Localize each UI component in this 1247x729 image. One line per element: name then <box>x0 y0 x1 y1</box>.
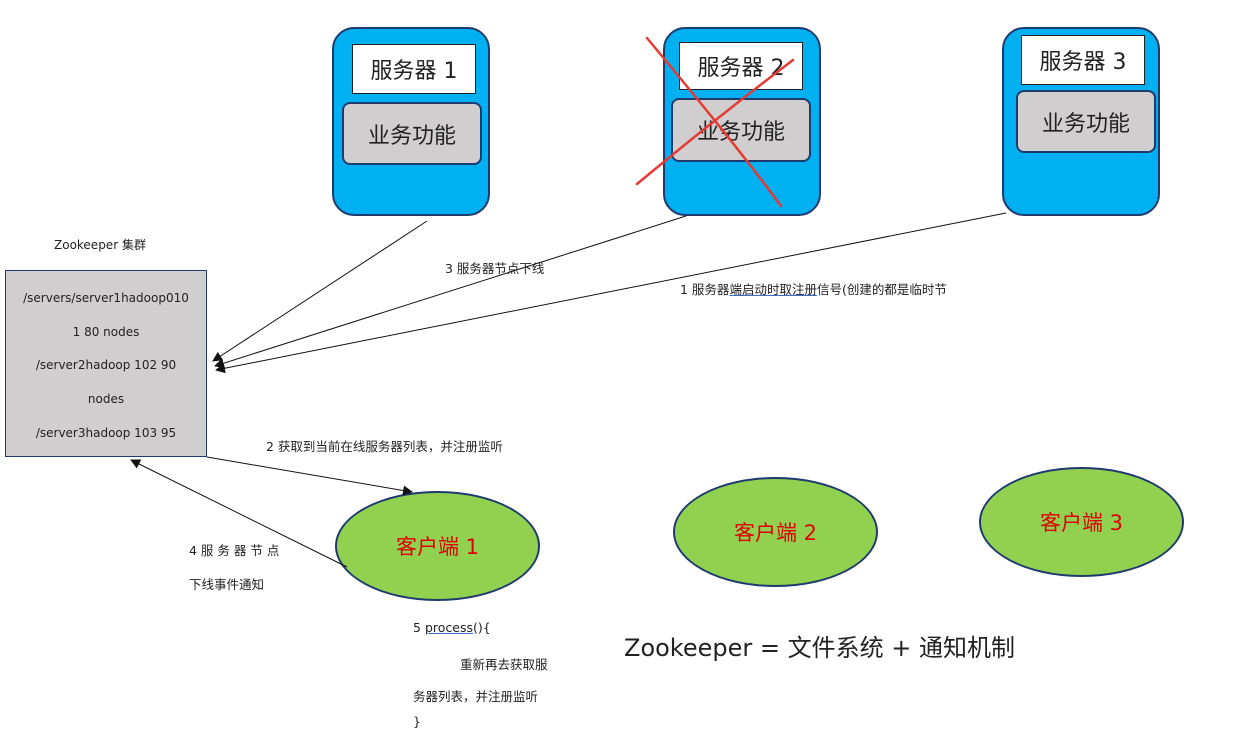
step-1-prefix: 1 服务器 <box>680 282 730 297</box>
step-3-note: 3 服务器节点下线 <box>445 261 545 276</box>
step-5-process: process <box>424 620 473 635</box>
step-5-line-4: } <box>413 714 421 729</box>
server-1-label: 服务器 1 <box>352 44 476 94</box>
step-5-line-3: 务器列表，并注册监听 <box>413 689 539 704</box>
server-1: 服务器 1 业务功能 <box>332 27 490 216</box>
server-3: 服务器 3 业务功能 <box>1002 27 1160 216</box>
arrow-server3-to-zookeeper <box>215 212 1007 374</box>
arrow-server1-to-zookeeper <box>212 220 428 362</box>
arrow-client1-to-zookeeper <box>130 459 348 568</box>
server-2-cross-mark <box>635 36 795 208</box>
zookeeper-formula: Zookeeper = 文件系统 + 通知机制 <box>624 634 1015 662</box>
zk-node-line: 1 80 nodes <box>72 325 140 339</box>
zk-node-line: /server2hadoop 102 90 <box>35 358 177 372</box>
zookeeper-node-tree: /servers/server1hadoop010 1 80 nodes /se… <box>5 270 207 457</box>
client-3: 客户端 3 <box>979 467 1184 577</box>
step-4-line-2: 下线事件通知 <box>189 577 265 592</box>
client-2: 客户端 2 <box>673 477 878 587</box>
step-2-note: 2 获取到当前在线服务器列表，并注册监听 <box>266 439 503 454</box>
step-1-suffix: 信号(创建的都是临时节 <box>816 282 947 297</box>
client-1: 客户端 1 <box>335 491 540 601</box>
zk-node-line: nodes <box>87 392 125 406</box>
server-2-business-function: 业务功能 <box>671 98 811 162</box>
zk-node-line: /servers/server1hadoop010 <box>23 291 189 305</box>
server-3-business-function: 业务功能 <box>1016 90 1156 153</box>
server-1-business-function: 业务功能 <box>342 102 482 165</box>
step-5-line-2: 重新再去获取服 <box>460 657 548 672</box>
arrow-server2-to-zookeeper <box>214 215 687 369</box>
server-3-label: 服务器 3 <box>1021 35 1145 85</box>
step-4-line-1: 4 服 务 器 节 点 <box>189 543 280 558</box>
server-2: 服务器 2 业务功能 <box>663 27 821 216</box>
step-1-underlined: 端启动时取注册 <box>729 282 817 297</box>
step-5-suffix: (){ <box>472 620 491 635</box>
step-1-note: 1 服务器端启动时取注册信号(创建的都是临时节 <box>680 279 947 298</box>
step-5-line-1: 5 process(){ <box>413 620 491 635</box>
zookeeper-cluster-title: Zookeeper 集群 <box>54 238 146 252</box>
step-5-prefix: 5 <box>413 620 425 635</box>
zk-node-line: /server3hadoop 103 95 <box>35 426 177 440</box>
arrow-zookeeper-to-client1 <box>206 456 413 496</box>
